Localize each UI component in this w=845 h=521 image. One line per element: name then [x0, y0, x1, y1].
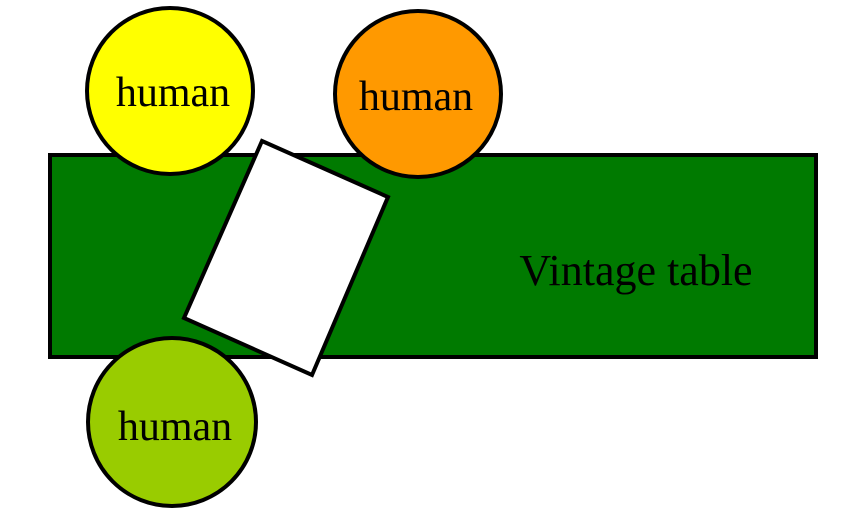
- human-orange: [333, 9, 503, 179]
- vintage-table: [48, 153, 818, 359]
- human-yellow-label: human: [116, 70, 230, 116]
- tilted-card: [181, 138, 391, 378]
- human-lime-label: human: [118, 404, 232, 450]
- human-orange-label: human: [359, 74, 473, 120]
- human-lime: [86, 336, 258, 508]
- human-yellow: [85, 6, 255, 176]
- table-label: Vintage table: [519, 246, 752, 295]
